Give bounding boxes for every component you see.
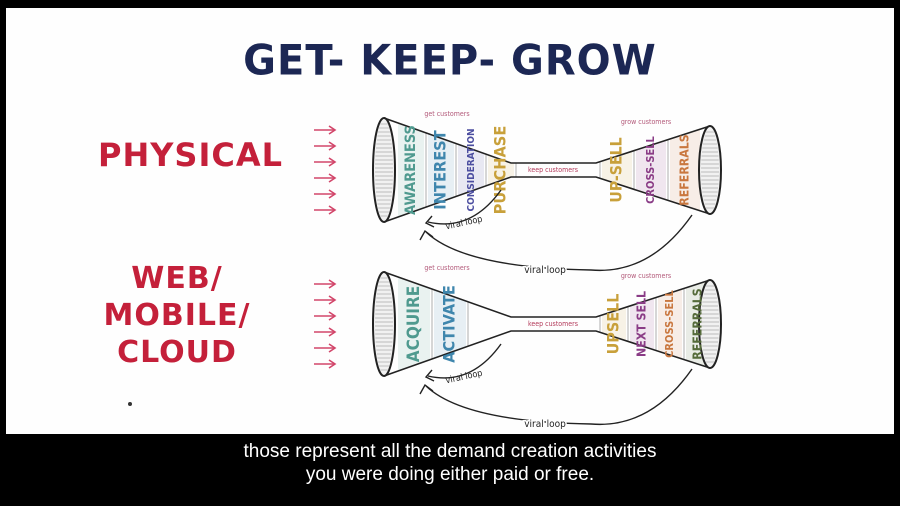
funnel-web-outline-top <box>383 271 711 318</box>
funnel-physical-inner-loop-arrowhead <box>424 215 435 228</box>
funnel-physical-incoming-arrow-head <box>328 189 337 199</box>
funnel-web-incoming-arrow-head <box>328 311 337 321</box>
funnel-web-incoming-arrow-head <box>328 343 337 353</box>
funnel-web-inner-loop-label: viral loop <box>445 369 484 387</box>
funnel-physical-stage-label: AWARENESS <box>403 125 419 215</box>
funnel-web-stage-label: NEXT SELL <box>635 291 649 357</box>
funnel-physical-incoming-arrow-head <box>328 141 337 151</box>
funnel-physical-incoming-arrow-head <box>328 173 337 183</box>
funnel-web-outer-loop-arrow <box>425 368 693 426</box>
funnel-diagrams: get customers grow customers keep customer… <box>128 110 722 432</box>
funnel-web-outline-bottom <box>383 330 711 377</box>
funnel-physical-stage-label: INTEREST <box>431 130 450 209</box>
funnel-physical-incoming-arrow-head <box>328 125 337 135</box>
funnel-physical-inner-loop-arrow <box>427 189 502 225</box>
ink-dot <box>128 402 132 406</box>
funnel-physical-outline-top <box>383 117 711 164</box>
funnel-physical-inner-loop-label: viral loop <box>445 215 484 233</box>
slide: GET- KEEP- GROW PHYSICAL WEB/ MOBILE/ CL… <box>6 8 894 434</box>
label-web-mobile-cloud: WEB/ MOBILE/ CLOUD <box>102 260 252 371</box>
funnel-web-outer-loop-label: viral loop <box>524 419 566 430</box>
funnel-web-incoming-arrow-head <box>328 359 337 369</box>
funnel-web-incoming-arrow-head <box>328 327 337 337</box>
funnel-physical-outline-bottom <box>383 176 711 223</box>
funnel-physical-stage-label: PURCHASE <box>491 126 510 215</box>
funnel-physical-left-caption: get customers <box>424 110 469 118</box>
funnel-web-stage-label: CROSS-SELL <box>663 289 676 357</box>
label-mobile: MOBILE/ <box>103 298 251 333</box>
funnel-web-left-mouth <box>372 271 396 377</box>
funnel-web-stage-label: REFERRALS <box>691 288 705 359</box>
funnel-physical-stage-label: CROSS-SELL <box>644 135 657 203</box>
subtitle-caption: those represent all the demand creation … <box>0 440 900 486</box>
funnel-web-middle-caption: keep customers <box>528 320 578 328</box>
funnel-web-left-caption: get customers <box>424 264 469 272</box>
funnel-web-stage-label: ACTIVATE <box>440 285 459 363</box>
funnel-physical-outer-loop-label: viral loop <box>524 265 566 276</box>
slide-title: GET- KEEP- GROW <box>243 36 657 86</box>
funnel-web-stage-label: UPSELL <box>604 294 623 355</box>
funnel-web-outer-loop-arrowhead <box>419 383 434 395</box>
funnel-physical-stage-label: REFERRALS <box>678 134 692 205</box>
funnel-physical-stage-label: CONSIDERATION <box>466 129 477 212</box>
funnel-physical-outer-loop-arrow <box>425 214 693 272</box>
label-web: WEB/ <box>131 261 223 296</box>
funnel-physical-left-band <box>398 118 424 222</box>
funnel-physical-incoming-arrow-head <box>328 157 337 167</box>
funnel-web-inner-loop-arrow <box>427 343 502 379</box>
funnel-web-left-band <box>398 272 430 376</box>
funnel-physical-left-mouth <box>372 117 396 223</box>
subtitle-line-2: you were doing either paid or free. <box>305 464 595 485</box>
funnel-web-incoming-arrow-head <box>328 295 337 305</box>
funnel-web-incoming-arrow-head <box>328 279 337 289</box>
funnel-physical-outer-loop-arrowhead <box>419 229 434 241</box>
funnel-web-right-caption: grow customers <box>621 272 671 280</box>
funnel-physical-middle-caption: keep customers <box>528 166 578 174</box>
funnel-physical-stage-label: UP-SELL <box>607 137 626 202</box>
funnel-web-inner-loop-arrowhead <box>424 369 435 382</box>
funnel-physical-right-caption: grow customers <box>621 118 671 126</box>
funnel-web-stage-label: ACQUIRE <box>404 286 424 362</box>
label-physical: PHYSICAL <box>98 136 283 174</box>
funnel-physical-right-mouth <box>698 125 722 215</box>
label-cloud: CLOUD <box>117 335 237 370</box>
funnel-physical-incoming-arrow-head <box>328 205 337 215</box>
subtitle-line-1: those represent all the demand creation … <box>243 441 657 462</box>
